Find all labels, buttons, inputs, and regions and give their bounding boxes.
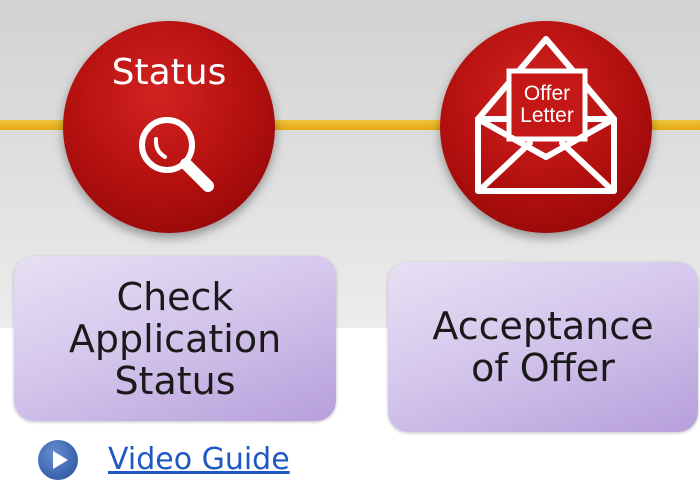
envelope-letter-icon: Offer Letter (475, 36, 617, 194)
card-line: Acceptance (432, 304, 654, 348)
offer-step-circle[interactable]: Offer Letter (440, 21, 652, 233)
card-line: Status (114, 358, 236, 403)
status-step-circle[interactable]: Status (63, 21, 275, 233)
card-label: Acceptance of Offer (432, 305, 653, 389)
check-application-status-card[interactable]: Check Application Status (14, 256, 336, 421)
acceptance-of-offer-card[interactable]: Acceptance of Offer (388, 262, 698, 432)
play-icon[interactable] (38, 439, 78, 480)
timeline-connector (0, 120, 700, 130)
offer-letter-text-line1: Offer (524, 82, 570, 105)
card-line: Application (68, 316, 282, 361)
video-guide-link[interactable]: Video Guide (108, 441, 290, 477)
card-line: of Offer (471, 346, 615, 390)
video-guide[interactable]: Video Guide (38, 437, 290, 482)
card-line: Check (116, 274, 234, 319)
magnifier-icon (139, 117, 214, 192)
status-icon-title: Status (111, 52, 227, 93)
card-label: Check Application Status (69, 276, 281, 402)
offer-letter-text-line2: Letter (520, 104, 574, 127)
